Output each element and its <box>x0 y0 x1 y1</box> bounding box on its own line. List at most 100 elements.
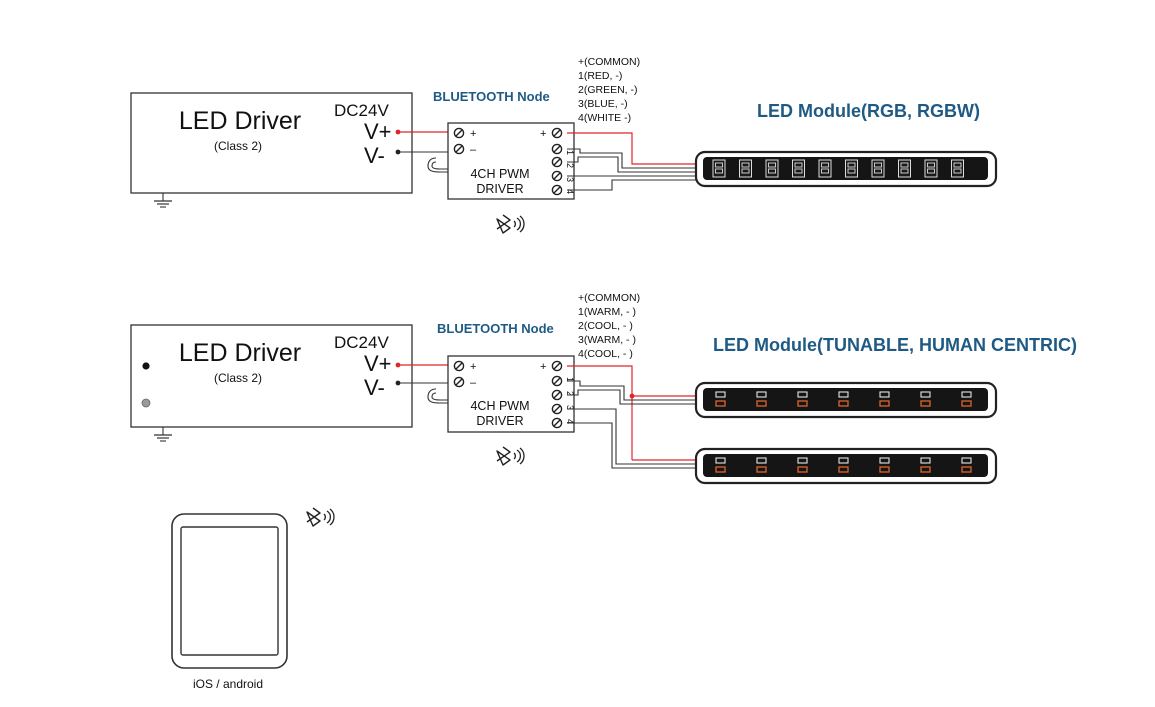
bluetooth-icon <box>496 446 525 466</box>
svg-text:3(WARM, - ): 3(WARM, - ) <box>578 334 636 346</box>
rgb-led-chip <box>739 159 752 178</box>
screw-terminal-icon <box>551 127 563 139</box>
tunable-led-chip <box>838 457 849 473</box>
top-led-module <box>694 150 998 188</box>
svg-text:4(WHITE -): 4(WHITE -) <box>578 112 631 124</box>
svg-text:2(GREEN, -): 2(GREEN, -) <box>578 84 638 96</box>
top-module-title: LED Module(RGB, RGBW) <box>757 101 980 121</box>
screw-terminal-icon <box>551 156 563 168</box>
top-driver-dc-label: DC24V <box>334 101 389 120</box>
tunable-led-chip <box>920 391 931 407</box>
rgb-led-chip <box>898 159 911 178</box>
screw-terminal-icon <box>551 143 563 155</box>
tunable-led-chip <box>797 391 808 407</box>
tunable-led-chip <box>756 457 767 473</box>
bottom-led-module-1 <box>694 381 998 419</box>
rgb-led-chip <box>792 159 805 178</box>
screw-terminal-icon <box>551 360 563 372</box>
rgb-led-chip <box>871 159 885 178</box>
screw-terminal-icon <box>551 389 563 401</box>
svg-text:1: 1 <box>565 377 575 382</box>
rgb-led-chip <box>951 159 964 178</box>
top-node-line1: 4CH PWM <box>470 167 529 181</box>
tunable-led-chip <box>920 457 931 473</box>
screw-terminal-icon <box>551 403 563 415</box>
bottom-led-module-2 <box>694 447 998 485</box>
tunable-led-chip <box>879 457 890 473</box>
bottom-node-line2: DRIVER <box>476 414 523 428</box>
bottom-bluetooth-node: BLUETOOTH Node + – + 1 2 3 4 4CH PWM DRI… <box>437 321 575 466</box>
bottom-driver-dc-label: DC24V <box>334 333 389 352</box>
bottom-driver-vminus: V- <box>364 375 385 400</box>
top-bluetooth-node: BLUETOOTH Node + – + 1 2 3 4 4CH PWM DRI… <box>433 89 575 234</box>
bottom-node-title: BLUETOOTH Node <box>437 321 554 336</box>
screw-terminal-icon <box>453 360 465 372</box>
rgb-led-chip <box>845 159 858 178</box>
svg-text:+: + <box>470 361 476 373</box>
bottom-driver-class: (Class 2) <box>214 371 262 385</box>
svg-text:2: 2 <box>565 163 575 168</box>
rgb-led-chip <box>712 159 726 178</box>
svg-text:1: 1 <box>565 150 575 155</box>
screw-terminal-icon <box>453 143 465 155</box>
top-channel-legend: +(COMMON) 1(RED, -) 2(GREEN, -) 3(BLUE, … <box>578 56 640 124</box>
tunable-led-chip <box>961 457 972 473</box>
bottom-module-title: LED Module(TUNABLE, HUMAN CENTRIC) <box>713 335 1077 355</box>
bottom-node-line1: 4CH PWM <box>470 399 529 413</box>
tunable-led-chip <box>838 391 849 407</box>
svg-text:+: + <box>540 361 546 373</box>
svg-text:4: 4 <box>565 189 575 194</box>
bluetooth-icon <box>496 214 525 234</box>
device-label: iOS / android <box>193 677 263 691</box>
top-node-title: BLUETOOTH Node <box>433 89 550 104</box>
cable-clip <box>427 388 451 404</box>
bottom-channel-legend: +(COMMON) 1(WARM, - ) 2(COOL, - ) 3(WARM… <box>578 292 640 360</box>
top-circuit: LED Driver (Class 2) DC24V V+ V- BLUETOO… <box>130 56 998 234</box>
svg-text:–: – <box>470 144 477 156</box>
svg-text:1(WARM, - ): 1(WARM, - ) <box>578 306 636 318</box>
top-node-line2: DRIVER <box>476 182 523 196</box>
tunable-led-chip <box>961 391 972 407</box>
top-driver-title: LED Driver <box>179 107 301 135</box>
svg-text:2(COOL, - ): 2(COOL, - ) <box>578 320 633 332</box>
top-driver-class: (Class 2) <box>214 139 262 153</box>
tunable-led-chip <box>715 391 726 407</box>
tunable-led-chip <box>797 457 808 473</box>
svg-text:1(RED, -): 1(RED, -) <box>578 70 622 82</box>
screw-terminal-icon <box>551 375 563 387</box>
svg-text:+(COMMON): +(COMMON) <box>578 56 640 68</box>
bottom-led-driver: LED Driver (Class 2) DC24V V+ V- <box>130 324 413 442</box>
top-driver-vplus: V+ <box>364 119 392 144</box>
tunable-led-chip <box>715 457 726 473</box>
screw-terminal-icon <box>453 127 465 139</box>
rgb-led-chip <box>818 159 832 178</box>
screw-terminal-icon <box>453 376 465 388</box>
rgb-led-chip <box>924 159 938 178</box>
bluetooth-icon <box>306 507 335 527</box>
svg-text:–: – <box>470 377 477 389</box>
screw-terminal-icon <box>551 417 563 429</box>
svg-text:4: 4 <box>565 419 575 424</box>
svg-text:+: + <box>470 128 476 140</box>
screw-terminal-icon <box>551 184 563 196</box>
bottom-driver-vplus: V+ <box>364 351 392 376</box>
ground-icon <box>153 192 173 208</box>
bottom-circuit: LED Driver (Class 2) DC24V V+ V- BLUETOO… <box>130 292 1077 485</box>
svg-text:+: + <box>540 128 546 140</box>
mobile-device: iOS / android <box>171 507 335 691</box>
screw-terminal-icon <box>551 170 563 182</box>
svg-text:3(BLUE, -): 3(BLUE, -) <box>578 98 628 110</box>
svg-text:4(COOL, - ): 4(COOL, - ) <box>578 348 633 360</box>
bottom-driver-title: LED Driver <box>179 339 301 367</box>
tunable-led-chip <box>879 391 890 407</box>
top-driver-vminus: V- <box>364 143 385 168</box>
svg-text:3: 3 <box>565 405 575 410</box>
ground-icon <box>153 426 173 442</box>
rgb-led-chip <box>765 159 779 178</box>
svg-text:2: 2 <box>565 391 575 396</box>
svg-text:3: 3 <box>565 177 575 182</box>
tunable-led-chip <box>756 391 767 407</box>
cable-clip <box>427 157 451 173</box>
svg-text:+(COMMON): +(COMMON) <box>578 292 640 304</box>
